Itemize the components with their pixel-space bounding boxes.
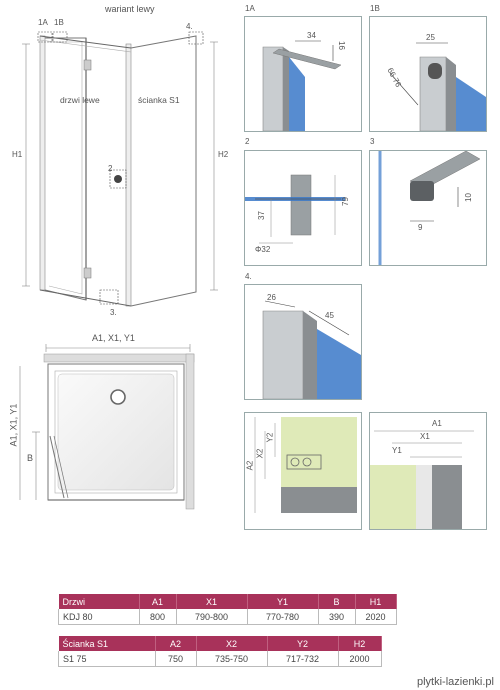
- plan-b-label: B: [27, 453, 34, 463]
- detail-1b-panel: 25 66-76: [369, 16, 487, 132]
- d4-a: 26: [267, 293, 276, 302]
- panel-col-a2: A2: [155, 636, 197, 651]
- door-cell: 2020: [355, 609, 397, 625]
- detail-3-title: 3: [370, 137, 375, 146]
- d4-b: 45: [325, 311, 334, 320]
- door-col-b: B: [318, 594, 356, 609]
- d3-a: 10: [463, 193, 473, 202]
- callout-2: 2: [108, 164, 113, 173]
- variant-title: wariant lewy: [105, 4, 155, 14]
- d2-b: 79: [340, 197, 350, 206]
- d1b-width: 25: [426, 33, 435, 42]
- panel-cell: 750: [155, 651, 197, 667]
- watermark: plytki-lazienki.pl: [416, 676, 494, 688]
- callout-1a: 1A: [38, 18, 48, 27]
- door-cell: 790-800: [176, 609, 248, 625]
- side-right-a1: A1: [432, 419, 442, 428]
- d2-a: 37: [256, 211, 266, 220]
- panel-label: ścianka S1: [138, 95, 180, 105]
- door-col-y1: Y1: [247, 594, 319, 609]
- door-cell: 800: [139, 609, 177, 625]
- panel-cell: 717-732: [267, 651, 339, 667]
- h1-label: H1: [12, 150, 23, 159]
- callout-4: 4.: [186, 22, 193, 31]
- side-view-right-panel: A1 X1 Y1: [369, 412, 487, 530]
- d1a-height: 16: [336, 41, 346, 50]
- callout-1b: 1B: [54, 18, 64, 27]
- d3-b: 9: [418, 223, 423, 232]
- side-left-y2: Y2: [265, 432, 275, 443]
- door-col-a1: A1: [139, 594, 177, 609]
- detail-2-panel: 37 79 Φ32: [244, 150, 362, 266]
- panel-cell: 735-750: [196, 651, 268, 667]
- panel-cell: 2000: [338, 651, 382, 667]
- side-left-a2: A2: [245, 460, 255, 471]
- side-right-y1: Y1: [392, 446, 402, 455]
- h2-label: H2: [218, 150, 229, 159]
- side-view-left-panel: A2 X2 Y2: [244, 412, 362, 530]
- panel-spec-row: S1 75 750 735-750 717-732 2000: [58, 651, 382, 667]
- panel-cell: S1 75: [58, 651, 156, 667]
- detail-1b-title: 1B: [370, 4, 380, 13]
- d1a-width: 34: [307, 31, 316, 40]
- door-cell: 390: [318, 609, 356, 625]
- door-spec-header: Drzwi A1 X1 Y1 B H1: [58, 594, 397, 609]
- callout-3: 3.: [110, 308, 117, 317]
- door-label: drzwi lewe: [60, 95, 100, 105]
- detail-1a-title: 1A: [245, 4, 255, 13]
- panel-spec-header: Ścianka S1 A2 X2 Y2 H2: [58, 636, 382, 651]
- door-col-name: Drzwi: [58, 594, 140, 609]
- detail-4-title: 4.: [245, 272, 252, 281]
- detail-2-title: 2: [245, 137, 250, 146]
- door-cell: 770-780: [247, 609, 319, 625]
- door-col-h1: H1: [355, 594, 397, 609]
- panel-col-y2: Y2: [267, 636, 339, 651]
- d2-c: Φ32: [255, 245, 271, 254]
- door-spec-table: Drzwi A1 X1 Y1 B H1 KDJ 80 800 790-800 7…: [58, 594, 397, 625]
- plan-left-dim-label: A1, X1, Y1: [8, 403, 19, 447]
- detail-4-panel: 26 45: [244, 284, 362, 400]
- panel-col-x2: X2: [196, 636, 268, 651]
- main-enclosure-drawing: [22, 31, 218, 307]
- panel-spec-table: Ścianka S1 A2 X2 Y2 H2 S1 75 750 735-750…: [58, 636, 382, 667]
- side-left-x2: X2: [255, 448, 265, 459]
- side-right-x1: X1: [420, 432, 430, 441]
- panel-col-h2: H2: [338, 636, 382, 651]
- detail-3-panel: 10 9: [369, 150, 487, 266]
- plan-top-dim-label: A1, X1, Y1: [92, 333, 135, 343]
- panel-col-name: Ścianka S1: [58, 636, 156, 651]
- plan-view-drawing: [19, 344, 195, 510]
- door-spec-row: KDJ 80 800 790-800 770-780 390 2020: [58, 609, 397, 625]
- door-col-x1: X1: [176, 594, 248, 609]
- door-cell: KDJ 80: [58, 609, 140, 625]
- detail-1a-panel: 34 16: [244, 16, 362, 132]
